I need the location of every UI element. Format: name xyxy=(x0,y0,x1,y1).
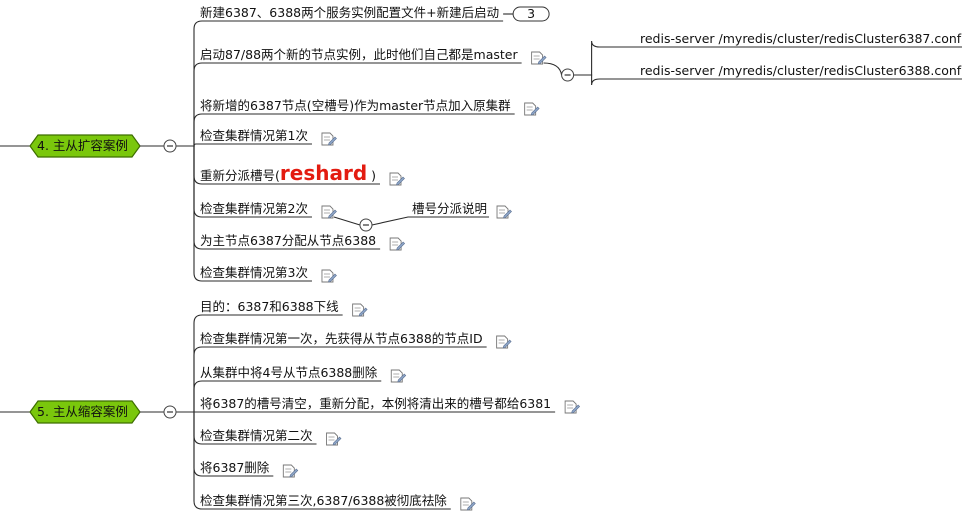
note-icon[interactable] xyxy=(531,51,547,65)
note-icon[interactable] xyxy=(496,205,512,219)
note-icon[interactable] xyxy=(352,303,368,317)
item-connector xyxy=(176,62,522,147)
collapse-toggle[interactable] xyxy=(561,68,575,82)
expand-item-5[interactable]: 重新分派槽号(reshard ) xyxy=(176,145,380,185)
item-label: 新建6387、6388两个服务实例配置文件+新建后启动 xyxy=(200,5,499,20)
child-connector xyxy=(543,62,563,76)
note-icon[interactable] xyxy=(389,172,405,186)
item-label: 目的：6387和6388下线 xyxy=(200,299,339,314)
item-label: 检查集群情况第2次 xyxy=(200,201,308,216)
reshard-emphasis: reshard xyxy=(280,161,367,185)
item-label: 从集群中将4号从节点6388删除 xyxy=(200,365,378,380)
branch-shrink-collapse-toggle[interactable] xyxy=(163,405,177,419)
note-icon[interactable] xyxy=(326,432,342,446)
note-icon[interactable] xyxy=(390,369,407,383)
child-connector xyxy=(573,40,962,76)
item-connector xyxy=(176,113,515,147)
item-label: 检查集群情况第1次 xyxy=(200,128,308,143)
collapsed-count-badge[interactable]: 3 xyxy=(503,6,550,22)
note-icon[interactable] xyxy=(389,237,406,251)
note-icon[interactable] xyxy=(321,269,337,283)
branch-shrink-node[interactable]: 5. 主从缩容案例 xyxy=(29,400,141,424)
item-label: 将新增的6387节点(空槽号)作为master节点加入原集群 xyxy=(200,98,511,113)
note-icon[interactable] xyxy=(496,335,512,349)
item-connector xyxy=(176,145,312,282)
shrink-item-2[interactable]: 检查集群情况第一次，先获得从节点6388的节点ID xyxy=(176,331,487,413)
expand-item-1[interactable]: 新建6387、6388两个服务实例配置文件+新建后启动 xyxy=(176,5,504,147)
note-icon[interactable] xyxy=(282,464,299,478)
note-icon[interactable] xyxy=(321,132,337,146)
child-node-label[interactable]: 槽号分派说明 xyxy=(412,201,487,216)
child-node-label[interactable]: redis-server /myredis/cluster/redisClust… xyxy=(640,63,962,78)
expand-item-8[interactable]: 检查集群情况第3次 xyxy=(176,145,312,282)
item-label: 为主节点6387分配从节点6388 xyxy=(200,233,376,248)
expand-item-3[interactable]: 将新增的6387节点(空槽号)作为master节点加入原集群 xyxy=(176,98,515,147)
item-label: 将6387的槽号清空，重新分配，本例将清出来的槽号都给6381 xyxy=(200,396,551,411)
item-connector xyxy=(176,411,451,510)
note-icon[interactable] xyxy=(460,497,476,511)
item-label: 检查集群情况第一次，先获得从节点6388的节点ID xyxy=(200,331,483,346)
badge-count: 3 xyxy=(527,6,535,21)
item-label: 启动87/88两个新的节点实例，此时他们自己都是master xyxy=(200,47,518,62)
note-icon[interactable] xyxy=(321,205,337,219)
shrink-item-7[interactable]: 检查集群情况第三次,6387/6388被彻底祛除 xyxy=(176,411,451,510)
expand-item-4[interactable]: 检查集群情况第1次 xyxy=(176,128,312,147)
item-label: 将6387删除 xyxy=(200,460,270,475)
shrink-item-4[interactable]: 将6387的槽号清空，重新分配，本例将清出来的槽号都给6381 xyxy=(176,396,556,413)
child-connector xyxy=(573,74,962,86)
item-connector xyxy=(176,20,504,147)
child-node-label[interactable]: redis-server /myredis/cluster/redisClust… xyxy=(640,31,962,46)
collapse-toggle[interactable] xyxy=(359,218,373,232)
item-label: 检查集群情况第3次 xyxy=(200,265,308,280)
item-label: 检查集群情况第二次 xyxy=(200,428,313,443)
item-connector xyxy=(176,314,343,413)
item-label: 重新分派槽号(reshard ) xyxy=(200,161,376,185)
item-connector xyxy=(176,143,312,147)
branch-expand-label: 4. 主从扩容案例 xyxy=(37,138,128,153)
child-connector xyxy=(371,216,490,226)
shrink-item-5[interactable]: 检查集群情况第二次 xyxy=(176,411,317,445)
note-icon[interactable] xyxy=(524,102,540,116)
item-connector xyxy=(176,380,382,413)
branch-expand-node[interactable]: 4. 主从扩容案例 xyxy=(29,134,141,158)
shrink-item-1[interactable]: 目的：6387和6388下线 xyxy=(176,299,343,413)
item-label: 检查集群情况第三次,6387/6388被彻底祛除 xyxy=(200,493,447,508)
item-connector xyxy=(176,346,487,413)
branch-shrink-label: 5. 主从缩容案例 xyxy=(37,404,128,419)
child-connector xyxy=(333,216,361,226)
branch-expand-collapse-toggle[interactable] xyxy=(163,139,177,153)
note-icon[interactable] xyxy=(564,400,581,414)
expand-item-2[interactable]: 启动87/88两个新的节点实例，此时他们自己都是master xyxy=(176,47,522,147)
shrink-item-3[interactable]: 从集群中将4号从节点6388删除 xyxy=(176,365,382,413)
